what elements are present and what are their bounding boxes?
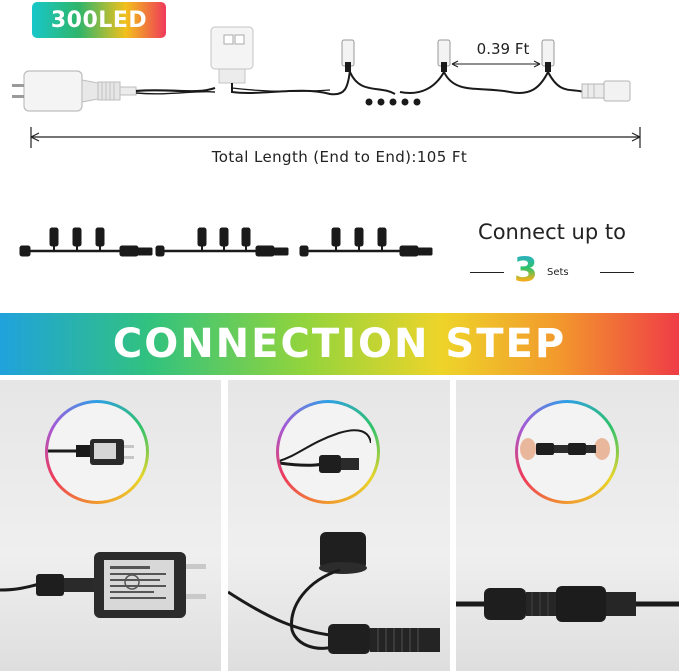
connector-join-icon: [456, 586, 679, 622]
adapter-detail-icon: [48, 439, 134, 465]
detail-ring: [276, 400, 380, 504]
bulb-socket-icon: [541, 39, 555, 72]
step-panel-cap: [228, 380, 450, 671]
continuation-dots: [365, 98, 421, 106]
divider-right: [600, 272, 634, 273]
bulb-socket-icon: [437, 39, 451, 72]
total-length-label: Total Length (End to End):105 Ft: [211, 148, 468, 166]
bulb-socket-icon: [341, 39, 355, 72]
join-detail-icon: [520, 438, 610, 460]
waterproof-cap-icon: [228, 532, 440, 654]
step-panel-adapter: [0, 380, 221, 671]
chained-sets-illustration: [19, 227, 433, 257]
cap-detail-icon: [279, 429, 372, 473]
controller-box-icon: [210, 26, 254, 84]
connection-step-banner: [0, 313, 679, 375]
divider-left: [470, 272, 504, 273]
adapter-plug-icon: [0, 552, 206, 618]
sets-number: 3: [514, 250, 538, 290]
power-adapter-icon: [12, 70, 137, 112]
led-count-badge: 300LED: [32, 2, 166, 38]
bulb-spacing-label: 0.39 Ft: [476, 40, 530, 58]
detail-ring: [515, 400, 619, 504]
sets-unit: Sets: [547, 267, 569, 278]
total-length-arrow: [30, 127, 641, 148]
string-light-diagram: [12, 26, 641, 257]
banner-title: CONNECTION STEP: [112, 321, 567, 367]
end-connector-icon: [581, 80, 631, 102]
detail-ring: [45, 400, 149, 504]
step-panel-join: [456, 380, 679, 671]
connect-title: Connect up to: [478, 220, 626, 244]
sets-count: 3 Sets: [470, 250, 640, 292]
spacing-arrow: [451, 60, 541, 68]
